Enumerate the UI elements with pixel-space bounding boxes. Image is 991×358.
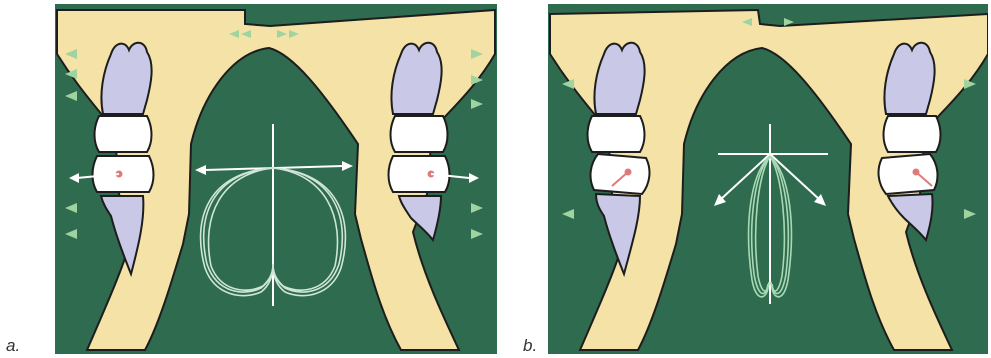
left-enamel-lower xyxy=(93,156,154,192)
panel-label-a: a. xyxy=(6,336,20,356)
left-enamel-upper xyxy=(95,116,152,152)
panel-label-b: b. xyxy=(523,336,537,356)
diagram-panel-b xyxy=(548,4,988,354)
right-enamel-lower xyxy=(879,154,938,194)
left-enamel-lower xyxy=(591,154,650,194)
left-enamel-upper xyxy=(588,116,645,152)
right-enamel-upper xyxy=(884,116,941,152)
diagram-panel-a xyxy=(55,4,497,354)
right-enamel-upper xyxy=(391,116,448,152)
